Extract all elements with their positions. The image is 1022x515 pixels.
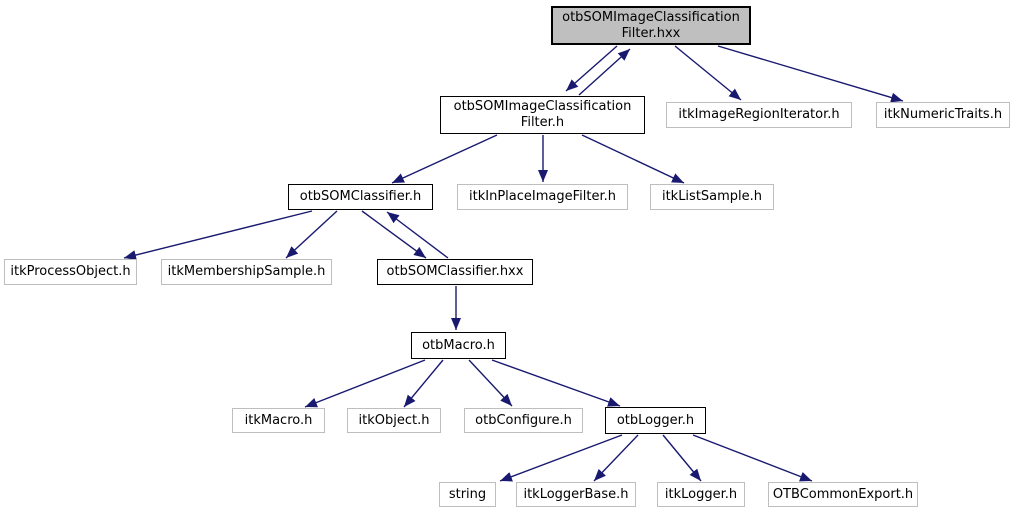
node-label: itkInPlaceImageFilter.h [469, 189, 616, 204]
graph-node-otbSOMImageClassificationFilter-hxx[interactable]: otbSOMImageClassification Filter.hxx [551, 6, 751, 45]
node-label: itkListSample.h [661, 189, 763, 204]
node-label: otbSOMClassifier.h [299, 189, 422, 204]
node-label: otbSOMImageClassification Filter.hxx [562, 9, 740, 41]
node-label: otbSOMImageClassification Filter.h [453, 99, 632, 130]
edge-otbLogger-h-to-itkLoggerBase-h [593, 434, 639, 482]
graph-node-otbSOMImageClassificationFilter-h[interactable]: otbSOMImageClassification Filter.h [440, 96, 645, 134]
graph-node-itkLogger-h[interactable]: itkLogger.h [657, 482, 745, 507]
edge-otbSOMClassifier-h-to-otbSOMClassifier-hxx [361, 210, 427, 259]
node-label: otbSOMClassifier.hxx [386, 264, 524, 279]
graph-node-itkNumericTraits-h[interactable]: itkNumericTraits.h [876, 102, 1010, 128]
node-label: otbConfigure.h [475, 412, 572, 428]
node-label: itkProcessObject.h [10, 264, 131, 279]
edge-otbMacro-h-to-otbConfigure-h [468, 359, 513, 407]
edge-otbMacro-h-to-otbLogger-h [491, 359, 621, 407]
graph-node-string[interactable]: string [439, 482, 496, 507]
edge-otbSOMClassifier-hxx-to-otbSOMClassifier-h [386, 211, 449, 259]
node-label: itkMacro.h [244, 412, 313, 428]
graph-node-itkLoggerBase-h[interactable]: itkLoggerBase.h [516, 482, 636, 507]
node-label: OTBCommonExport.h [772, 486, 914, 502]
graph-node-itkMacro-h[interactable]: itkMacro.h [232, 408, 325, 433]
node-label: itkNumericTraits.h [883, 107, 1003, 122]
node-label: otbLogger.h [616, 412, 695, 428]
edge-otbSOMImageClassificationFilter-hxx-to-otbSOMImageClassificationFilter-h [565, 45, 618, 92]
graph-node-itkProcessObject-h[interactable]: itkProcessObject.h [4, 259, 137, 285]
node-label: string [448, 486, 487, 502]
edge-otbLogger-h-to-OTBCommonExport-h [692, 434, 813, 482]
edge-otbMacro-h-to-itkObject-h [403, 359, 444, 408]
graph-node-itkListSample-h[interactable]: itkListSample.h [650, 184, 774, 210]
node-label: otbMacro.h [422, 337, 495, 353]
graph-node-itkMembershipSample-h[interactable]: itkMembershipSample.h [161, 259, 332, 285]
graph-node-otbConfigure-h[interactable]: otbConfigure.h [464, 408, 583, 433]
graph-node-OTBCommonExport-h[interactable]: OTBCommonExport.h [768, 482, 918, 507]
edge-otbSOMImageClassificationFilter-h-to-otbSOMClassifier-h [391, 134, 498, 184]
graph-node-otbMacro-h[interactable]: otbMacro.h [411, 332, 506, 359]
node-label: itkLoggerBase.h [523, 486, 629, 502]
node-label: itkMembershipSample.h [167, 264, 326, 279]
edge-otbLogger-h-to-string [499, 434, 623, 482]
node-label: itkObject.h [358, 412, 430, 428]
edge-otbLogger-h-to-itkLogger-h [662, 434, 702, 482]
node-label: itkLogger.h [664, 486, 738, 502]
edge-otbSOMImageClassificationFilter-hxx-to-itkNumericTraits-h [717, 45, 904, 103]
graph-node-itkObject-h[interactable]: itkObject.h [347, 408, 441, 433]
graph-node-itkInPlaceImageFilter-h[interactable]: itkInPlaceImageFilter.h [457, 184, 628, 210]
node-label: itkImageRegionIterator.h [678, 107, 840, 122]
edge-otbSOMImageClassificationFilter-h-to-otbSOMImageClassificationFilter-hxx [578, 48, 631, 96]
graph-node-otbLogger-h[interactable]: otbLogger.h [605, 407, 706, 434]
edge-otbSOMImageClassificationFilter-hxx-to-itkImageRegionIterator-h [674, 45, 742, 101]
edge-otbSOMClassifier-h-to-itkMembershipSample-h [285, 210, 338, 259]
edge-otbSOMClassifier-h-to-itkProcessObject-h [123, 210, 313, 260]
edge-otbSOMImageClassificationFilter-h-to-itkListSample-h [581, 134, 685, 184]
edge-otbMacro-h-to-itkMacro-h [304, 359, 426, 408]
graph-node-otbSOMClassifier-h[interactable]: otbSOMClassifier.h [288, 184, 433, 210]
graph-node-otbSOMClassifier-hxx[interactable]: otbSOMClassifier.hxx [377, 259, 533, 285]
graph-node-itkImageRegionIterator-h[interactable]: itkImageRegionIterator.h [666, 102, 852, 128]
